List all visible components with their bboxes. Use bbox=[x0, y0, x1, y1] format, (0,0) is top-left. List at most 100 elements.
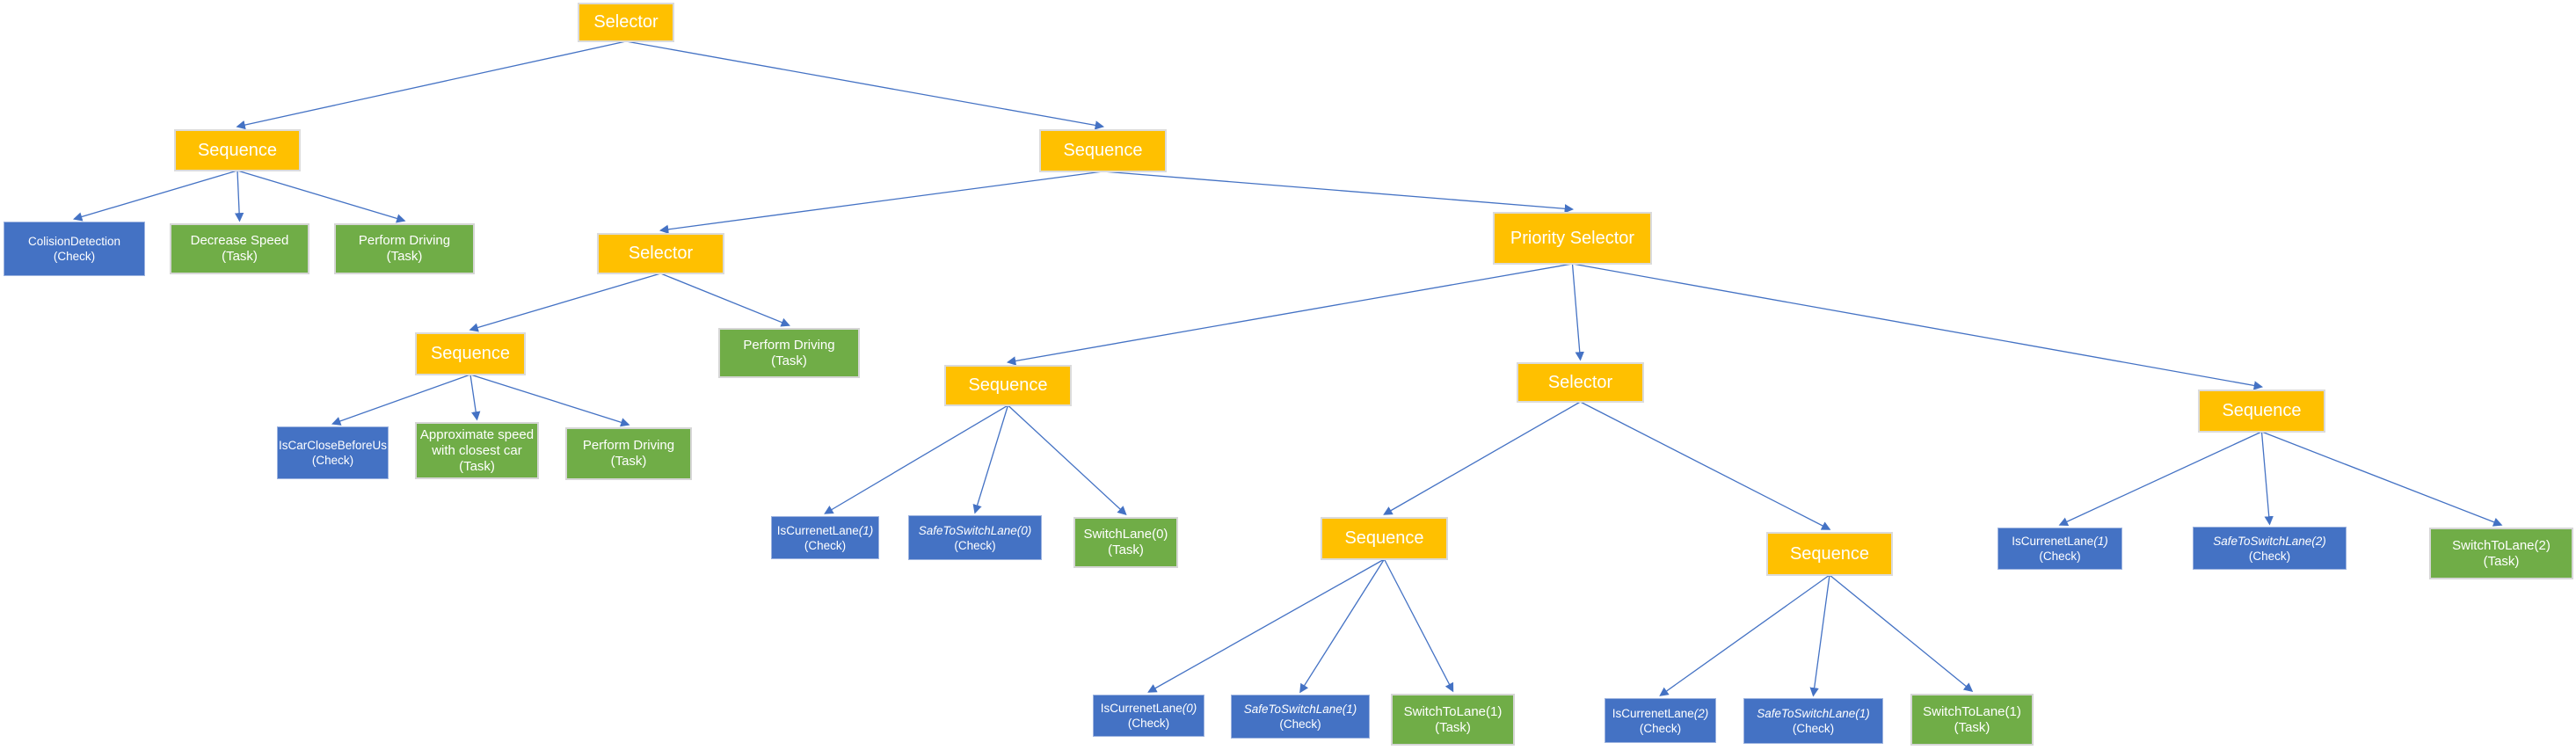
edge-seq-7-to-switch-to-lane-2 bbox=[2261, 431, 2503, 527]
node-label: (Check) bbox=[2039, 550, 2081, 563]
node-label: IsCurrenetLane(1) bbox=[776, 523, 874, 537]
edge-seq-7-to-safe-to-switch-lane-2 bbox=[2260, 431, 2274, 526]
node-label: Selector bbox=[628, 244, 694, 263]
node-label: Perform Driving bbox=[743, 337, 835, 353]
node-label: (Check) bbox=[1127, 717, 1170, 730]
edge-seq-5-to-switch-to-lane-1a bbox=[1383, 558, 1454, 693]
node-selector-3[interactable]: Selector bbox=[1517, 362, 1644, 403]
edge-priority-selector-to-selector-3 bbox=[1571, 263, 1584, 361]
node-label: SwitchToLane(1) bbox=[1403, 703, 1503, 719]
node-label: (Task) bbox=[1954, 719, 1990, 735]
edge-seq-4-to-safe-to-switch-lane-0 bbox=[972, 404, 1009, 514]
node-label: IsCurrenetLane(2) bbox=[1612, 706, 1709, 720]
edge-seq-6-to-safe-to-switch-lane-1b bbox=[1809, 574, 1830, 697]
node-label: with closest car bbox=[432, 442, 522, 458]
node-label: Sequence bbox=[2222, 401, 2302, 420]
edge-seq-1-to-decrease-speed bbox=[234, 170, 244, 222]
node-root-selector[interactable]: Selector bbox=[578, 3, 674, 42]
node-label: SafeToSwitchLane(1) bbox=[1757, 707, 1870, 720]
node-label: (Task) bbox=[2483, 553, 2520, 569]
edge-root-selector-to-seq-1 bbox=[236, 40, 627, 130]
node-safe-to-switch-lane-1a[interactable]: SafeToSwitchLane(1)(Check) bbox=[1231, 695, 1370, 739]
edge-seq-3-to-perform-driving-3 bbox=[469, 374, 630, 427]
node-seq-6[interactable]: Sequence bbox=[1766, 532, 1893, 576]
node-label: SwitchToLane(1) bbox=[1923, 703, 2021, 719]
node-switch-to-lane-1b[interactable]: SwitchToLane(1)(Task) bbox=[1910, 694, 2034, 746]
node-label: IsCarCloseBeforeUs bbox=[278, 439, 388, 452]
edge-selector-3-to-seq-5 bbox=[1383, 401, 1581, 515]
node-seq-3[interactable]: Sequence bbox=[415, 332, 526, 375]
node-label: (Task) bbox=[459, 458, 495, 474]
node-safe-to-switch-lane-1b[interactable]: SafeToSwitchLane(1)(Check) bbox=[1743, 698, 1883, 744]
node-safe-to-switch-lane-0[interactable]: SafeToSwitchLane(0)(Check) bbox=[908, 515, 1042, 560]
edge-seq-4-to-switch-lane-0 bbox=[1008, 404, 1127, 516]
node-label: (Task) bbox=[610, 454, 647, 469]
node-label: SwitchLane(0) bbox=[1083, 527, 1168, 542]
node-is-currenet-lane-0[interactable]: IsCurrenetLane(0)(Check) bbox=[1093, 695, 1204, 737]
edge-seq-4-to-is-currenet-lane-1a bbox=[824, 404, 1008, 514]
node-decrease-speed[interactable]: Decrease Speed(Task) bbox=[170, 223, 309, 274]
node-is-car-close-before-us[interactable]: IsCarCloseBeforeUs (Check) bbox=[277, 426, 389, 479]
node-label: SafeToSwitchLane(1) bbox=[1243, 703, 1357, 716]
node-is-currenet-lane-1b[interactable]: IsCurrenetLane(1) (Check) bbox=[1997, 528, 2122, 570]
node-label: Selector bbox=[1547, 372, 1613, 392]
node-label: (Check) bbox=[53, 250, 96, 263]
edge-seq-3-to-is-car-close-before-us bbox=[331, 374, 471, 426]
node-switch-lane-0[interactable]: SwitchLane(0)(Task) bbox=[1073, 517, 1178, 568]
node-label: (Check) bbox=[804, 538, 847, 552]
node-safe-to-switch-lane-2[interactable]: SafeToSwitchLane(2)(Check) bbox=[2193, 527, 2347, 570]
edge-seq-5-to-is-currenet-lane-0 bbox=[1147, 558, 1385, 693]
node-is-currenet-lane-1a[interactable]: IsCurrenetLane(1)(Check) bbox=[771, 516, 879, 559]
node-label: (Task) bbox=[771, 353, 807, 368]
node-seq-7[interactable]: Sequence bbox=[2198, 390, 2325, 433]
edge-selector-2-to-seq-3 bbox=[469, 273, 661, 332]
node-label: (Check) bbox=[1639, 721, 1682, 735]
node-colision-detection[interactable]: ColisionDetection(Check) bbox=[4, 222, 145, 276]
node-label: (Check) bbox=[954, 538, 996, 552]
node-is-currenet-lane-2[interactable]: IsCurrenetLane(2)(Check) bbox=[1605, 698, 1716, 743]
node-label: (Check) bbox=[1279, 717, 1321, 731]
node-label: SafeToSwitchLane(2) bbox=[2213, 534, 2326, 548]
edge-seq-3-to-approximate-speed bbox=[469, 374, 481, 421]
edge-seq-1-to-colision-detection bbox=[73, 170, 238, 222]
node-switch-to-lane-2[interactable]: SwitchToLane(2)(Task) bbox=[2429, 528, 2573, 579]
node-label: Sequence bbox=[968, 375, 1048, 395]
node-label: Priority Selector bbox=[1510, 228, 1635, 248]
node-perform-driving-3[interactable]: Perform Driving(Task) bbox=[565, 427, 692, 480]
edge-priority-selector-to-seq-7 bbox=[1572, 263, 2264, 390]
node-label: (Check) bbox=[311, 454, 354, 467]
node-priority-selector[interactable]: Priority Selector bbox=[1493, 212, 1652, 265]
node-perform-driving-2[interactable]: Perform Driving(Task) bbox=[718, 328, 860, 378]
node-label: IsCurrenetLane(1) bbox=[2012, 535, 2108, 548]
edge-seq-7-to-is-currenet-lane-1b bbox=[2058, 431, 2262, 527]
node-label: (Task) bbox=[1435, 719, 1471, 735]
node-label: Selector bbox=[593, 12, 659, 32]
node-label: Sequence bbox=[1063, 141, 1143, 160]
edge-selector-2-to-perform-driving-2 bbox=[660, 273, 790, 327]
node-label: Approximate speed bbox=[419, 426, 535, 442]
node-label: SwitchToLane(2) bbox=[2452, 537, 2551, 553]
edge-seq-6-to-is-currenet-lane-2 bbox=[1659, 574, 1830, 696]
edge-seq-6-to-switch-to-lane-1b bbox=[1829, 574, 1974, 692]
node-perform-driving-1[interactable]: Perform Driving(Task) bbox=[334, 223, 475, 274]
node-switch-to-lane-1a[interactable]: SwitchToLane(1)(Task) bbox=[1391, 694, 1515, 746]
edge-seq-2-to-priority-selector bbox=[1102, 171, 1575, 214]
node-label: Decrease Speed bbox=[190, 233, 289, 248]
node-seq-1[interactable]: Sequence bbox=[174, 129, 301, 171]
node-label: SafeToSwitchLane(0) bbox=[918, 523, 1032, 537]
node-label: (Task) bbox=[386, 249, 423, 264]
node-label: (Task) bbox=[222, 249, 258, 264]
node-label: Sequence bbox=[1344, 528, 1424, 548]
node-label: (Check) bbox=[2248, 549, 2291, 563]
node-selector-2[interactable]: Selector bbox=[597, 233, 724, 274]
node-seq-2[interactable]: Sequence bbox=[1039, 129, 1167, 172]
node-label: Perform Driving bbox=[358, 233, 451, 248]
edge-seq-1-to-perform-driving-1 bbox=[236, 170, 406, 223]
node-seq-4[interactable]: Sequence bbox=[944, 365, 1072, 406]
node-seq-5[interactable]: Sequence bbox=[1321, 517, 1448, 560]
node-label: Sequence bbox=[430, 344, 511, 363]
node-label: Perform Driving bbox=[582, 438, 675, 453]
